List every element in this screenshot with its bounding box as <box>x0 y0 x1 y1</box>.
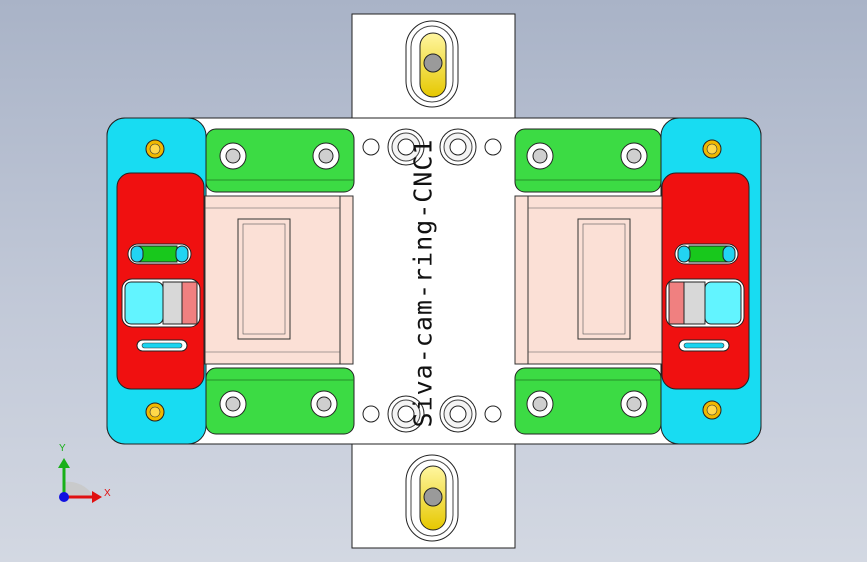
green-clamp-top-right <box>514 128 662 193</box>
axis-y-label: Y <box>59 443 66 454</box>
bottom-slot <box>405 454 459 542</box>
right-red-jaw <box>661 172 750 390</box>
green-clamp-bottom-left <box>205 367 355 435</box>
left-slide-pad <box>204 195 354 365</box>
green-clamp-bottom-right <box>514 367 662 435</box>
right-slide-pad <box>514 195 663 365</box>
green-clamp-top-left <box>205 128 355 193</box>
axis-x-label: X <box>104 488 111 499</box>
part-engraving-text: Siva-cam-ring-CNC1 <box>408 138 438 428</box>
left-red-jaw <box>116 172 205 390</box>
top-slot <box>405 20 459 108</box>
center-holes-bottom <box>362 395 502 433</box>
center-holes-top <box>362 128 502 166</box>
coordinate-triad-icon <box>58 458 102 503</box>
